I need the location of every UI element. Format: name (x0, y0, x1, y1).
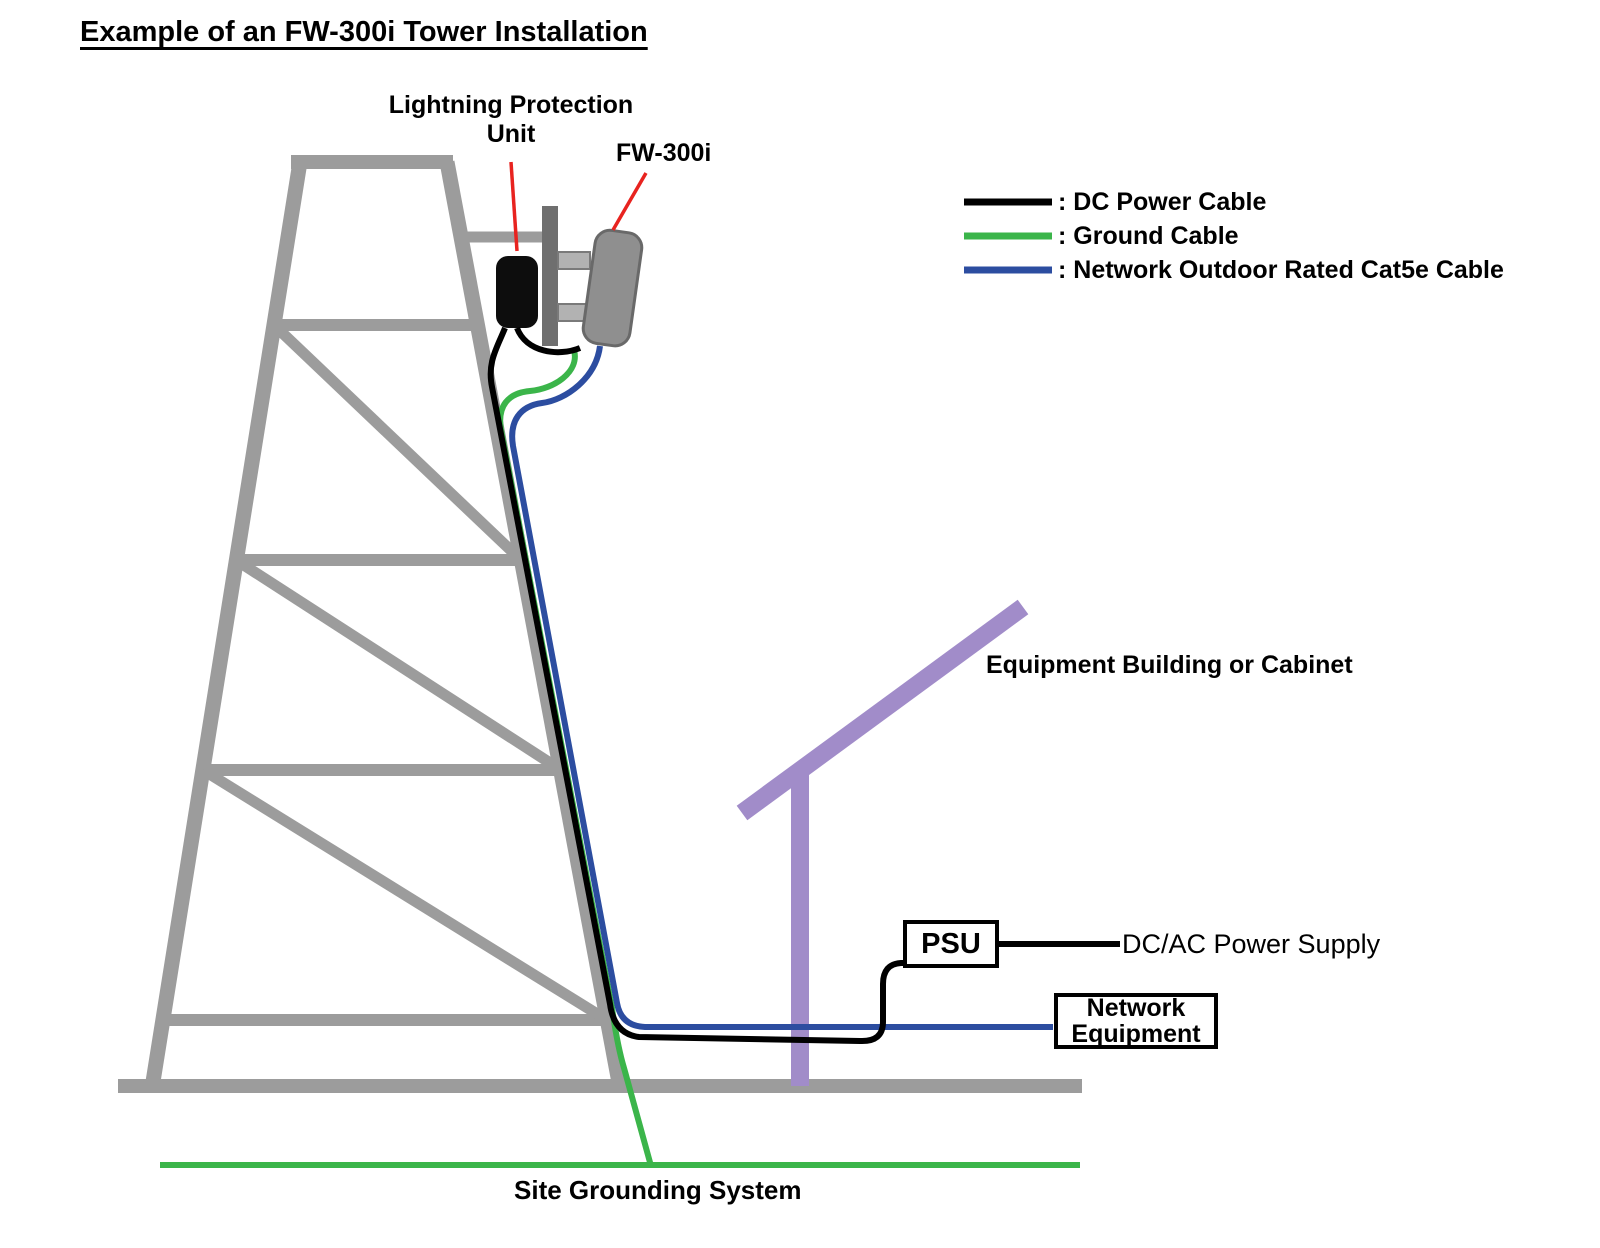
fw300i-device (581, 228, 644, 348)
dc-ac-power-supply-label: DC/AC Power Supply (1122, 929, 1381, 959)
lightning-protection-label-line2: Unit (486, 120, 536, 148)
legend-label-ground: : Ground Cable (1058, 222, 1239, 250)
legend-label-dc-power: : DC Power Cable (1058, 188, 1267, 216)
leader-lightning-unit (509, 161, 519, 252)
tower-right-leg (439, 160, 628, 1090)
dc-power-cable-jumper (514, 326, 582, 356)
psu-box: PSU (903, 920, 999, 968)
network-equipment-label-line2: Equipment (1071, 1020, 1201, 1048)
building-roof (736, 599, 1029, 821)
leader-fw300i (611, 172, 648, 231)
lightning-protection-label-line1: Lightning Protection (388, 91, 634, 119)
network-cable (509, 345, 1053, 1030)
tower-diagonal-1 (270, 321, 525, 564)
ground-cable (497, 349, 654, 1167)
equipment-building-label: Equipment Building or Cabinet (986, 651, 1353, 679)
dc-power-cable (487, 326, 906, 1045)
network-equipment-label-line1: Network (1086, 994, 1186, 1022)
site-grounding-label: Site Grounding System (514, 1175, 802, 1205)
fw300i-label: FW-300i (616, 139, 712, 167)
mounting-pole (542, 206, 558, 346)
tower-structure (144, 155, 628, 1090)
tower-diagonal-2 (233, 555, 564, 775)
network-equipment-box: Network Equipment (1054, 993, 1218, 1049)
bracket-top (557, 251, 591, 270)
diagram-title: Example of an FW-300i Tower Installation (80, 16, 648, 48)
lightning-protection-unit (496, 256, 538, 328)
tower-diagonal-3 (200, 765, 610, 1025)
equipment-building-shape (736, 599, 1029, 1086)
fw300i-body (581, 228, 644, 348)
tower-left-leg (144, 160, 308, 1090)
legend-label-network: : Network Outdoor Rated Cat5e Cable (1058, 256, 1504, 284)
lightning-protection-label: Lightning Protection Unit (380, 91, 642, 149)
leader-lines (509, 161, 648, 252)
psu-label: PSU (921, 927, 981, 960)
